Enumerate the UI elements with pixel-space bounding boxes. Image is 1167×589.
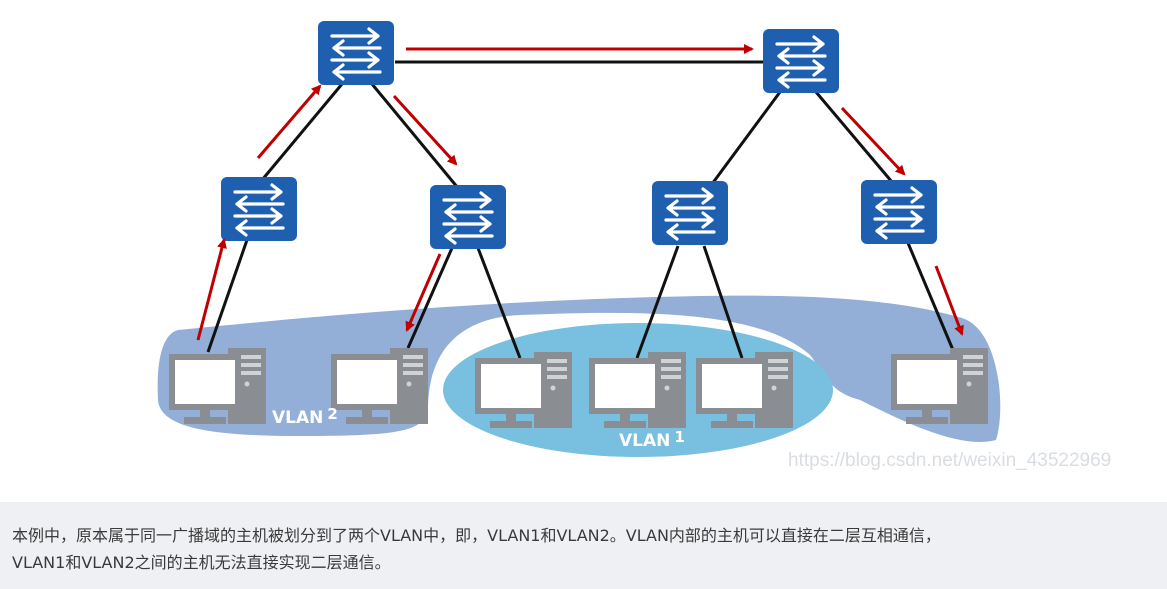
switch-access-4 bbox=[859, 178, 939, 246]
switch-core-right bbox=[761, 27, 841, 95]
switch-access-2 bbox=[428, 183, 508, 251]
switch-core-left bbox=[316, 19, 396, 87]
watermark: https://blog.csdn.net/weixin_43522969 bbox=[788, 450, 1111, 471]
switch-access-3 bbox=[650, 179, 730, 247]
network-links bbox=[206, 60, 955, 359]
vlan2-label-name: VLAN bbox=[272, 408, 323, 428]
caption-line-1: 本例中，原本属于同一广播域的主机被划分到了两个VLAN中，即，VLAN1和VLA… bbox=[12, 526, 941, 545]
vlan1-label-num: 1 bbox=[674, 428, 684, 446]
switch-access-1 bbox=[219, 175, 299, 243]
caption-line-2: VLAN1和VLAN2之间的主机无法直接实现二层通信。 bbox=[12, 553, 391, 572]
broadcast-arrows bbox=[196, 44, 964, 341]
vlan1-label-name: VLAN bbox=[619, 431, 670, 451]
caption: 本例中，原本属于同一广播域的主机被划分到了两个VLAN中，即，VLAN1和VLA… bbox=[0, 502, 1167, 589]
vlan2-label-num: 2 bbox=[327, 405, 337, 423]
